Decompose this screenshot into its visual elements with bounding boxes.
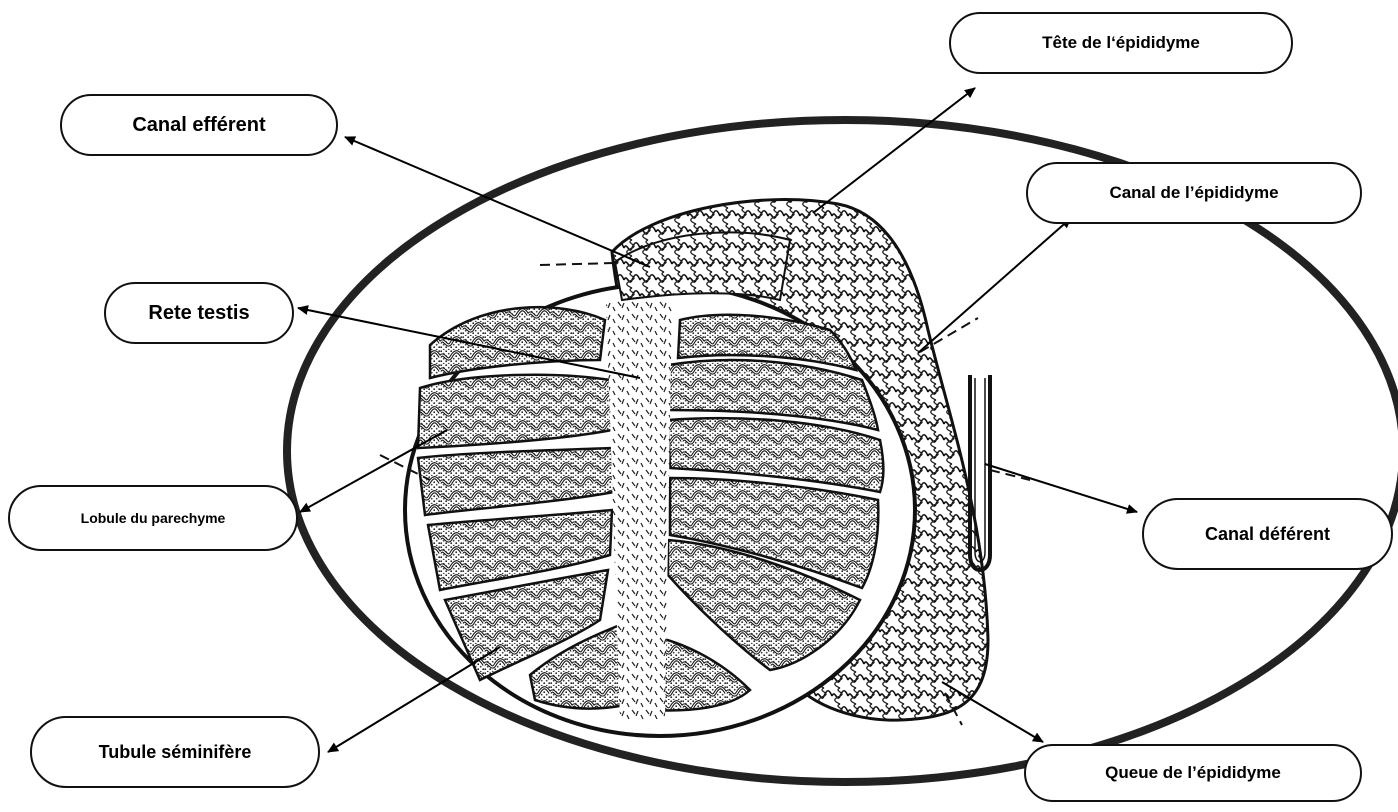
label-canal-deferent: Canal déférent [1142,498,1393,570]
label-tubule-seminifere: Tubule séminifère [30,716,320,788]
label-tete-epididyme: Tête de l‘épididyme [949,12,1293,74]
arrow-canal-epididyme [918,218,1071,353]
label-queue-epididyme: Queue de l’épididyme [1024,744,1362,802]
arrow-queue [942,682,1043,742]
arrow-deferent [985,464,1137,512]
label-rete-testis: Rete testis [104,282,294,344]
label-canal-epididyme: Canal de l’épididyme [1026,162,1362,224]
label-lobule-parechyme: Lobule du parechyme [8,485,298,551]
arrow-tete [813,88,975,213]
label-canal-efferent: Canal efférent [60,94,338,156]
